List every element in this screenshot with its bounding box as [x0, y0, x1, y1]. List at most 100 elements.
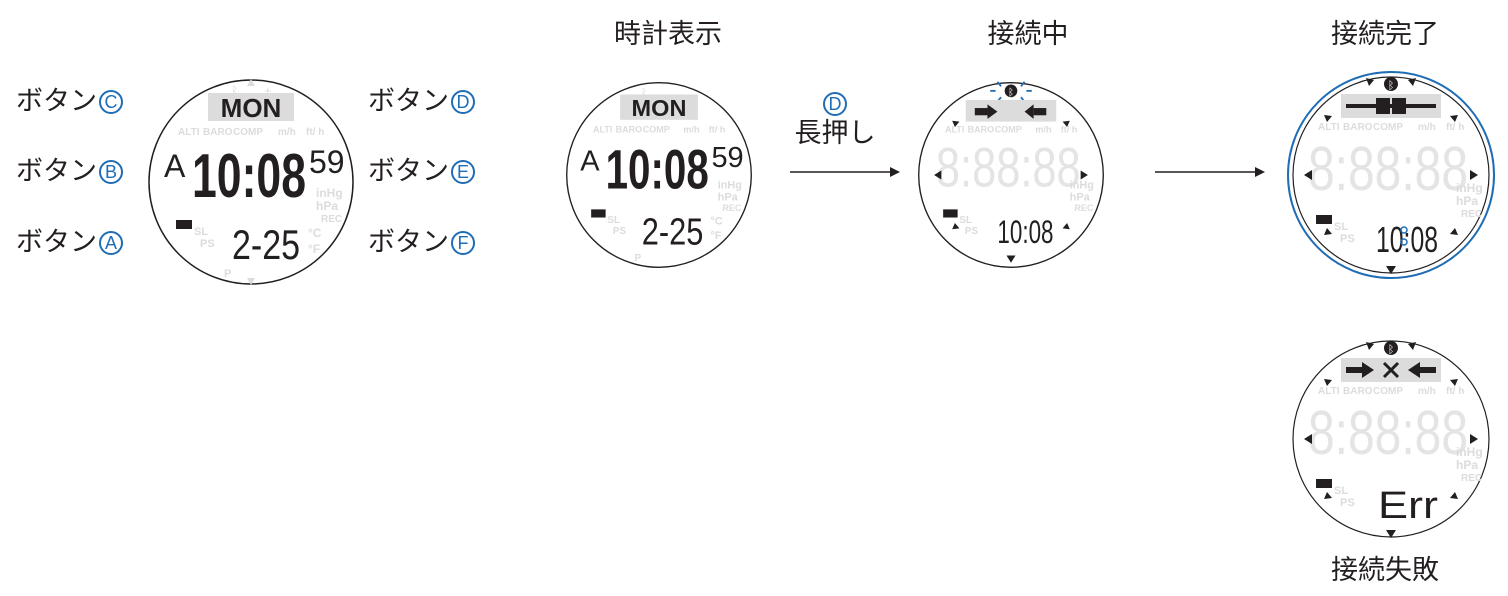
ind-baro: BARO: [616, 124, 643, 134]
ind-fth: ft/ h: [1061, 124, 1078, 134]
x-icon: [1382, 361, 1400, 379]
ind-hpa: hPa: [1456, 194, 1478, 208]
ind-sl: SL: [194, 226, 208, 238]
ind-p: P: [224, 268, 231, 280]
watch-bezel: [566, 82, 752, 268]
watch-bezel: [918, 82, 1104, 268]
ind-degf: °F: [308, 242, 320, 256]
ind-rec: REC: [1461, 209, 1482, 220]
ind-ps: PS: [1340, 497, 1355, 509]
ind-baro: BARO: [203, 127, 233, 138]
button-a-label: ボタン A: [16, 227, 123, 259]
battery-icon: [943, 209, 958, 218]
battery-icon: [1316, 479, 1332, 488]
ind-sl: SL: [607, 215, 620, 226]
action-label: D 長押し: [790, 86, 880, 150]
day-box: [620, 94, 698, 120]
step-title-failed: 接続失敗: [1331, 555, 1439, 586]
watch-face-connected: ᛒ ALTI BARO COMP m/h ft/ h 8:88:88 inHg …: [1287, 71, 1495, 279]
ind-fth: ft/ h: [1446, 386, 1464, 397]
error-text: Err: [1378, 485, 1438, 527]
ind-degc: °C: [308, 226, 322, 240]
day-box: [208, 93, 294, 121]
watch-ticks: [247, 79, 255, 285]
ind-baro: BARO: [968, 124, 995, 134]
plug-icon: [974, 104, 1047, 119]
svg-text:ᛒ: ᛒ: [1388, 344, 1395, 356]
ind-sl: SL: [1334, 485, 1348, 497]
mode-text: A: [164, 148, 186, 184]
ind-sl: SL: [959, 215, 972, 226]
ind-p: P: [635, 253, 642, 264]
day-text: MON: [632, 95, 687, 121]
button-e-label: ボタン E: [368, 156, 475, 188]
button-b-label: ボタン B: [16, 156, 123, 188]
ind-hpa: hPa: [1070, 191, 1091, 203]
plug-connected-icon: [1346, 98, 1436, 114]
small-time: 10:08: [1376, 219, 1438, 260]
battery-icon: [1316, 215, 1332, 224]
ind-hpa: hPa: [1456, 458, 1478, 472]
bluetooth-icon: [1384, 341, 1398, 355]
bezel-markers: [1304, 342, 1478, 538]
ind-inhg: inHg: [718, 180, 742, 192]
ind-comp: COMP: [643, 124, 670, 134]
action-long-press-text: 長押し: [794, 118, 876, 149]
ghost-segments: 8:88:88: [936, 136, 1081, 199]
ind-rec: REC: [722, 203, 742, 213]
button-d-label: ボタン D: [368, 86, 475, 118]
ind-comp: COMP: [1373, 122, 1403, 133]
bezel-markers: [934, 120, 1088, 263]
battery-icon: [176, 220, 192, 229]
ghost-segments: 8:88:88: [1308, 135, 1468, 204]
ind-rec: REC: [1074, 203, 1094, 213]
bluetooth-icon: [1384, 77, 1398, 91]
ind-rec: REC: [1461, 473, 1482, 484]
seconds-text: 59: [309, 144, 345, 180]
arrow-to-connecting: [790, 167, 900, 177]
bluetooth-icon: ᛒ: [231, 84, 238, 98]
button-b-badge: B: [99, 160, 123, 184]
ind-ps: PS: [965, 226, 979, 237]
ind-mh: m/h: [1418, 386, 1436, 397]
button-e-text: ボタン: [368, 156, 449, 187]
ind-baro: BARO: [1343, 386, 1373, 397]
button-a-badge: A: [99, 231, 123, 255]
ind-hpa: hPa: [718, 191, 739, 203]
ind-inhg: inHg: [1456, 445, 1483, 459]
mode-text: A: [580, 145, 600, 177]
ind-comp: COMP: [1373, 386, 1403, 397]
action-button-badge: D: [823, 92, 847, 116]
ind-fth: ft/ h: [306, 127, 324, 138]
ind-ps: PS: [613, 226, 627, 237]
button-d-text: ボタン: [368, 86, 449, 117]
button-c-badge: C: [99, 90, 123, 114]
battery-icon: [591, 209, 606, 218]
main-time: 10:08: [192, 142, 306, 211]
ind-ps: PS: [1340, 233, 1355, 245]
ind-fth: ft/ h: [709, 124, 726, 134]
seconds-text: 59: [711, 142, 743, 174]
ind-degc: °C: [711, 216, 723, 228]
ind-degf: °F: [711, 230, 722, 242]
bluetooth-icon: [1004, 84, 1018, 98]
small-time: 10:08: [997, 214, 1053, 250]
watch-face-buttons: ᛒ + MON ALTI BARO COMP m/h ft/ h A 10:08…: [148, 79, 354, 285]
ind-alti: ALTI: [593, 124, 612, 134]
ind-mh: m/h: [1418, 122, 1436, 133]
ind-ps: PS: [200, 238, 215, 250]
step-title-time-display: 時計表示: [614, 19, 722, 50]
arrow-to-connected: [1155, 167, 1265, 177]
bezel-markers: [1304, 78, 1478, 274]
ind-mh: m/h: [1035, 124, 1051, 134]
button-c-text: ボタン: [16, 86, 97, 117]
ind-alti: ALTI: [1318, 122, 1340, 133]
watch-face-failed: ᛒ ALTI BARO COMP m/h ft/ h 8:88:88 inHg …: [1292, 340, 1490, 538]
day-text: MON: [221, 93, 282, 123]
watch-face-connecting: ᛒ ALTI BARO COMP m/h ft/ h 8:88:88 inHg …: [918, 81, 1104, 268]
step-title-connected: 接続完了: [1331, 19, 1439, 50]
ind-mh: m/h: [683, 124, 699, 134]
ind-sl: SL: [1334, 221, 1348, 233]
button-f-label: ボタン F: [368, 227, 475, 259]
ind-fth: ft/ h: [1446, 122, 1464, 133]
